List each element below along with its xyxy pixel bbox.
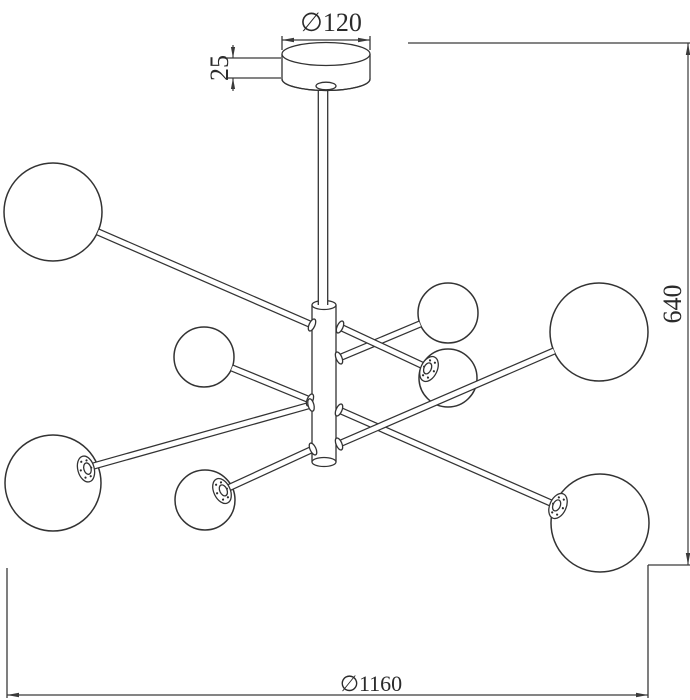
canopy-bottom-arc bbox=[281, 78, 371, 92]
flanges bbox=[76, 355, 568, 520]
chandelier-drawing bbox=[3, 41, 650, 573]
flange-bottom-right bbox=[548, 492, 568, 520]
arm-center-mid bbox=[338, 323, 430, 372]
arm-bottom-left bbox=[89, 401, 312, 471]
joint-collar bbox=[334, 403, 344, 417]
dim-overall-diameter: ∅1160 bbox=[6, 565, 649, 698]
globes bbox=[3, 162, 650, 573]
hub-body bbox=[312, 305, 336, 462]
arrowhead-up bbox=[685, 43, 690, 55]
dim-overall-height: 640 bbox=[408, 42, 690, 566]
globe-top-left bbox=[3, 162, 103, 262]
globe-center-top bbox=[417, 282, 479, 344]
canopy-stem-collar bbox=[315, 81, 337, 91]
dim-canopy-height: 25 bbox=[205, 45, 281, 91]
arm-top-left bbox=[96, 228, 314, 329]
arrowhead-left bbox=[7, 692, 19, 698]
arm-bottom-center bbox=[224, 445, 315, 493]
globe-bottom-right bbox=[550, 473, 650, 573]
joint-collar bbox=[334, 437, 344, 451]
flange-bottom-left bbox=[76, 455, 96, 483]
flange-bottom-center bbox=[212, 477, 232, 505]
overall-diameter-label: ∅1160 bbox=[340, 671, 402, 696]
dimension-annotations: ∅120 25 640 ∅1160 bbox=[6, 8, 690, 698]
joint-collar bbox=[334, 351, 344, 365]
overall-height-label: 640 bbox=[658, 285, 687, 324]
globe-right bbox=[549, 282, 649, 382]
arrowhead-right bbox=[358, 37, 370, 43]
globe-bottom-left bbox=[4, 434, 102, 532]
arrowhead-down bbox=[230, 47, 236, 58]
arm-mid-left bbox=[230, 364, 312, 404]
canopy-diameter-label: ∅120 bbox=[300, 8, 362, 37]
joint-collar bbox=[307, 398, 315, 412]
arm-right bbox=[337, 347, 556, 448]
arrowhead-up bbox=[230, 78, 236, 89]
flange-center-mid bbox=[419, 355, 439, 383]
arrowhead-right bbox=[636, 692, 648, 698]
canopy-top-rim bbox=[281, 41, 371, 67]
stem-body bbox=[318, 84, 328, 305]
arrowhead-down bbox=[685, 553, 690, 565]
arrowhead-left bbox=[282, 37, 294, 43]
joint-collars bbox=[305, 318, 345, 456]
arm-bottom-right bbox=[337, 406, 562, 511]
canopy bbox=[281, 41, 371, 92]
globe-mid-left bbox=[173, 326, 235, 388]
dim-canopy-diameter: ∅120 bbox=[281, 8, 371, 50]
canopy-height-label: 25 bbox=[205, 55, 234, 81]
hub-bottom-cap bbox=[311, 456, 337, 468]
joint-collar bbox=[308, 442, 318, 456]
joint-collar bbox=[335, 320, 345, 334]
stem bbox=[317, 84, 329, 305]
arm-center-top bbox=[337, 320, 422, 362]
arms bbox=[89, 228, 562, 511]
joint-collar bbox=[307, 318, 317, 332]
